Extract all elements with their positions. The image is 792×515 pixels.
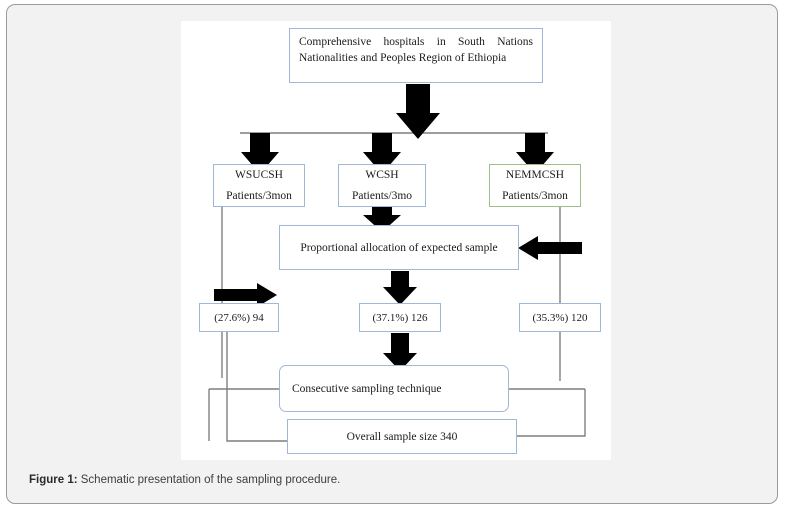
right-rail-lower bbox=[517, 389, 586, 437]
node-root-population: Comprehensive hospitals in South Nations… bbox=[289, 28, 543, 83]
arrow-pct-to-sampling bbox=[383, 333, 417, 371]
hospital-nemmcsh-name: NEMMCSH bbox=[505, 169, 565, 182]
figure-image-panel: Comprehensive hospitals in South Nations… bbox=[181, 21, 611, 460]
left-rail-lower bbox=[226, 332, 287, 442]
figure-caption-label: Figure 1: bbox=[29, 474, 78, 486]
hospital-wcsh-content: WCSH Patients/3mo bbox=[339, 165, 425, 206]
figure-caption-text: Schematic presentation of the sampling p… bbox=[77, 474, 341, 486]
arrow-allocation-to-pct bbox=[383, 271, 417, 305]
node-hospital-wsucsh: WSUCSH Patients/3mon bbox=[213, 164, 305, 207]
hospital-wsucsh-content: WSUCSH Patients/3mon bbox=[214, 165, 304, 206]
arrow-branch-nemmcsh bbox=[516, 133, 554, 174]
hospital-wsucsh-sub: Patients/3mon bbox=[226, 189, 292, 202]
hospital-nemmcsh-content: NEMMCSH Patients/3mon bbox=[490, 165, 580, 206]
node-allocation-nemmcsh: (35.3%) 120 bbox=[519, 303, 601, 332]
node-consecutive-sampling: Consecutive sampling technique bbox=[279, 365, 509, 412]
hospital-wcsh-sub: Patients/3mo bbox=[351, 189, 413, 202]
arrow-branch-wcsh bbox=[363, 133, 401, 174]
node-hospital-nemmcsh: NEMMCSH Patients/3mon bbox=[489, 164, 581, 207]
node-proportional-allocation: Proportional allocation of expected samp… bbox=[279, 225, 519, 270]
arrow-left-into-allocation bbox=[214, 283, 277, 307]
node-overall-sample-size: Overall sample size 340 bbox=[287, 419, 517, 454]
arrow-wcsh-to-allocation bbox=[363, 207, 401, 232]
figure-card: Comprehensive hospitals in South Nations… bbox=[6, 4, 778, 504]
node-hospital-wcsh: WCSH Patients/3mo bbox=[338, 164, 426, 207]
node-allocation-wcsh: (37.1%) 126 bbox=[359, 303, 441, 332]
figure-caption: Figure 1: Schematic presentation of the … bbox=[29, 473, 729, 488]
arrow-root-down bbox=[396, 84, 440, 139]
hospital-wsucsh-name: WSUCSH bbox=[235, 169, 283, 182]
arrow-branch-wsucsh bbox=[241, 133, 279, 174]
sampling-procedure-flowchart: Comprehensive hospitals in South Nations… bbox=[181, 21, 611, 460]
arrow-right-into-allocation bbox=[518, 236, 582, 260]
node-allocation-wsucsh: (27.6%) 94 bbox=[199, 303, 279, 332]
flowchart-connectors bbox=[208, 84, 586, 442]
hospital-wcsh-name: WCSH bbox=[365, 169, 399, 182]
hospital-nemmcsh-sub: Patients/3mon bbox=[502, 189, 568, 202]
